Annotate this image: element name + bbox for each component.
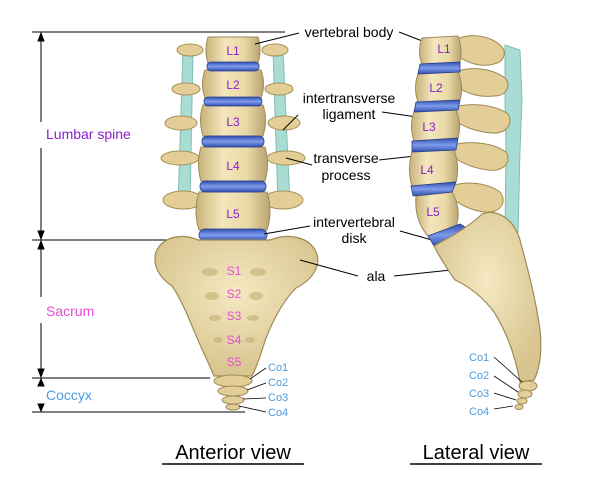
- vertebra-label: L1: [437, 42, 451, 56]
- sacral-label: S2: [227, 287, 242, 301]
- callout-intertransverse-line2: ligament: [323, 106, 376, 122]
- vertebra-label: L2: [226, 78, 240, 92]
- callout-ala: ala: [367, 268, 386, 284]
- callout-intertransverse-line1: intertransverse: [303, 90, 396, 106]
- vertebral-bodies-lateral: [409, 35, 463, 237]
- vertebra-label: L3: [422, 120, 436, 134]
- sacral-label: S3: [227, 309, 242, 323]
- callout-transverse-line1: transverse: [313, 150, 379, 166]
- callout-intervertebral-line2: disk: [342, 230, 368, 246]
- title-lateral-view: Lateral view: [423, 442, 530, 464]
- coccyx-label: Co2: [268, 377, 288, 389]
- transverse-processes-anterior: [160, 43, 306, 210]
- posterior-elements-lateral: [447, 35, 511, 213]
- coccyx-label: Co3: [268, 392, 288, 404]
- coccyx-lateral: [514, 380, 538, 410]
- sacral-label: S1: [227, 264, 242, 278]
- vertebra-label: L4: [420, 163, 434, 177]
- sacral-foramina: [202, 268, 266, 343]
- coccyx-label: Co1: [469, 352, 489, 364]
- callout-intervertebral-line1: intervertebral: [313, 214, 395, 230]
- callout-labels: vertebral body intertransverse ligament …: [303, 24, 396, 284]
- vertebra-label: L3: [226, 115, 240, 129]
- coccyx-label: Co1: [268, 362, 288, 374]
- intervertebral-disks-lateral: [410, 61, 471, 247]
- sacral-label: S4: [227, 333, 242, 347]
- coccyx-label: Co4: [469, 406, 489, 418]
- region-brackets: [32, 31, 285, 413]
- vertebra-label: L5: [226, 207, 240, 221]
- sacrum-lateral: [433, 211, 542, 383]
- vertebra-label: L2: [429, 81, 443, 95]
- vertebral-bodies-anterior: [195, 36, 271, 231]
- coccyx-label: Co4: [268, 407, 288, 419]
- label-coccyx: Coccyx: [46, 387, 92, 403]
- callout-transverse-line2: process: [321, 167, 370, 183]
- sacral-label: S5: [227, 355, 242, 369]
- anterior-spine: [154, 36, 319, 411]
- coccyx-label: Co3: [469, 388, 489, 400]
- intervertebral-disks-anterior: [198, 61, 268, 242]
- title-anterior-view: Anterior view: [175, 442, 291, 464]
- coccygeal-labels-anterior: [238, 367, 267, 413]
- coccyx-anterior: [213, 374, 253, 411]
- sacrum-anterior: [154, 235, 319, 377]
- vertebra-label: L1: [226, 44, 240, 58]
- label-sacrum: Sacrum: [46, 303, 94, 319]
- label-lumbar-spine: Lumbar spine: [46, 126, 131, 142]
- vertebra-labels-anterior: L1 L2 L3 L4 L5: [226, 44, 240, 221]
- vertebra-label: L5: [426, 205, 440, 219]
- vertebra-label: L4: [226, 159, 240, 173]
- sacral-labels: S1 S2 S3 S4 S5: [227, 264, 242, 369]
- vertebra-labels-lateral: L1 L2 L3 L4 L5: [420, 42, 451, 219]
- coccyx-label: Co2: [469, 370, 489, 382]
- intertransverse-ligament-lateral: [504, 44, 523, 236]
- lateral-spine: [409, 35, 542, 410]
- coccygeal-lines-lateral: [493, 356, 523, 410]
- callout-vertebral-body: vertebral body: [305, 24, 394, 40]
